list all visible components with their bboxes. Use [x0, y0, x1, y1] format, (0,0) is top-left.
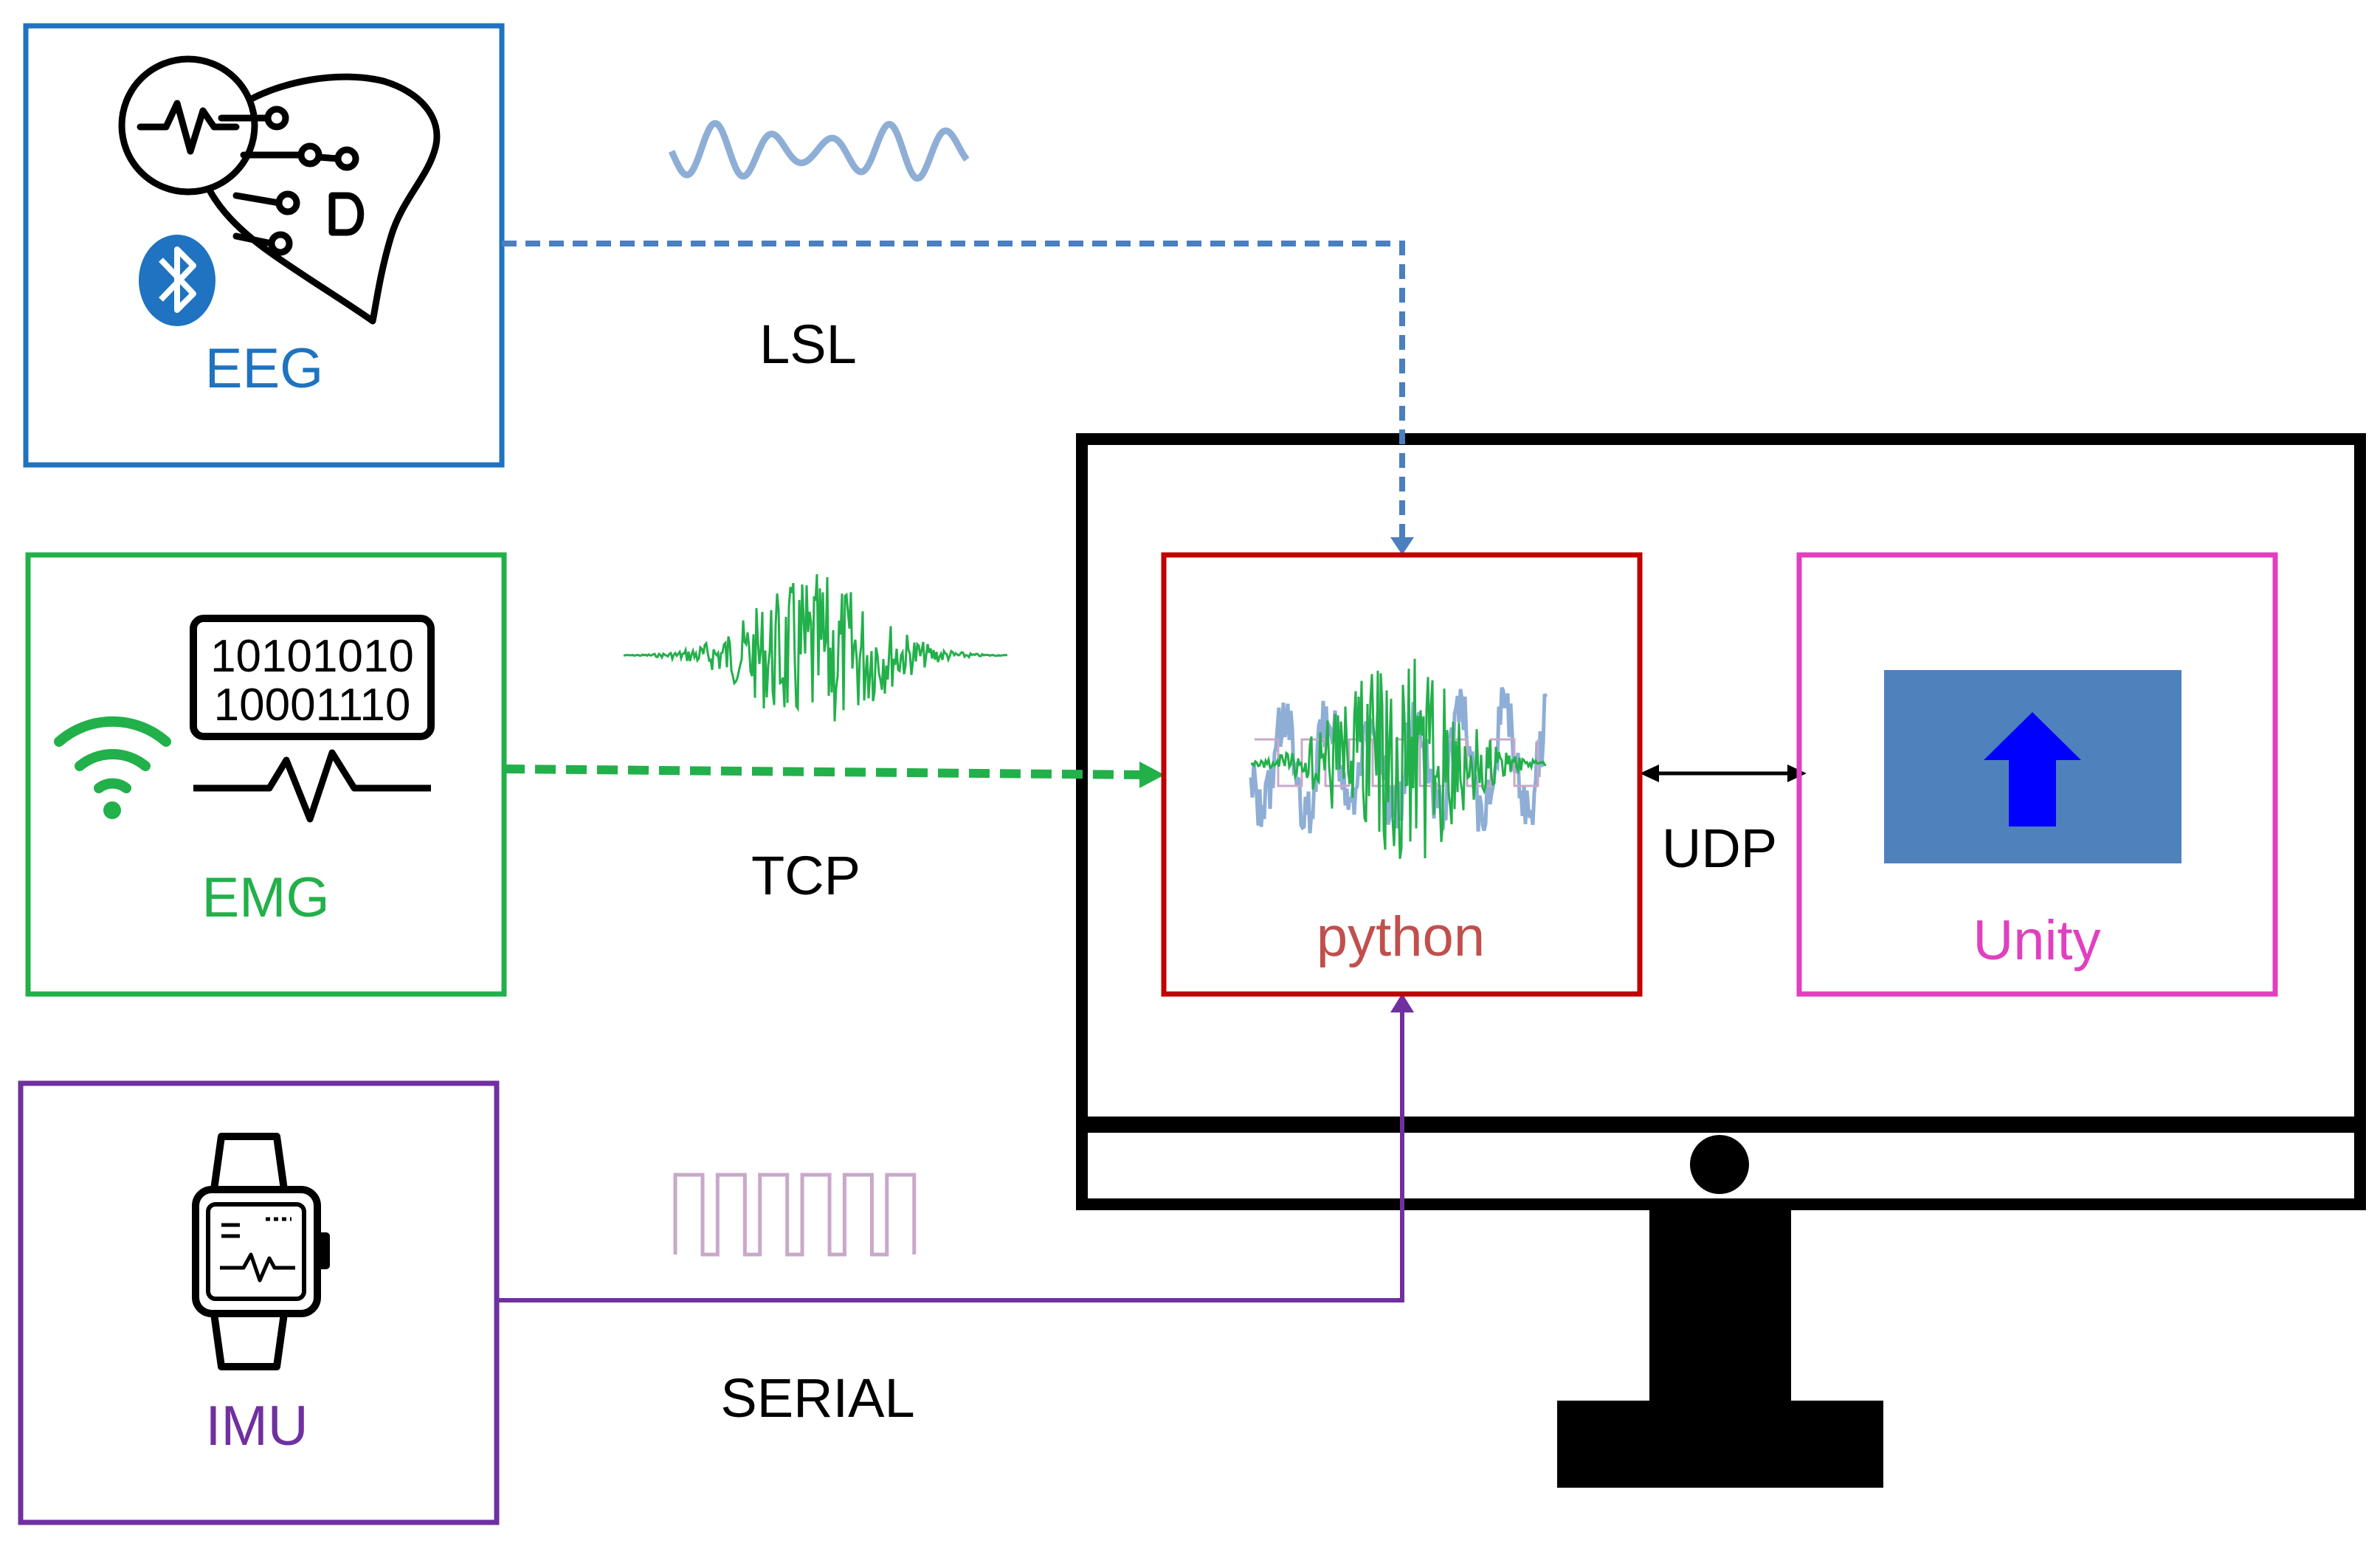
smartwatch-icon: [192, 1133, 330, 1370]
imu-label: IMU: [205, 1395, 308, 1457]
python-box: python: [1161, 552, 1643, 997]
brain-circuit-icon: [118, 55, 441, 325]
udp-label: UDP: [1662, 818, 1777, 879]
python-signal-plot: [1249, 658, 1548, 859]
svg-text:10101010: 10101010: [210, 631, 414, 682]
emg-label: EMG: [201, 866, 329, 929]
emg-device-box: 10101010 10001110 EMG: [25, 552, 507, 997]
serial-label: SERIAL: [720, 1367, 914, 1429]
eeg-device-box: EEG: [23, 23, 505, 468]
imu-box-border: [18, 1080, 500, 1525]
lsl-label: LSL: [759, 314, 857, 375]
monitor-neck: [1649, 1204, 1791, 1405]
svg-text:10001110: 10001110: [214, 680, 411, 731]
serial-connector: [497, 993, 1414, 1302]
eeg-signal-wave: [668, 120, 970, 182]
binary-board-icon: 10101010 10001110: [190, 615, 435, 823]
emg-box-border: [25, 552, 507, 997]
bluetooth-icon: [139, 235, 215, 326]
udp-connector: [1640, 765, 1807, 782]
python-box-border: [1161, 552, 1643, 997]
python-label: python: [1317, 905, 1485, 968]
monitor-power-button: [1690, 1135, 1749, 1194]
monitor-base: [1557, 1401, 1883, 1488]
eeg-label: EEG: [205, 337, 324, 400]
emg-signal-wave: [623, 574, 1007, 722]
serial-square-wave: [673, 1173, 917, 1257]
lsl-connector: [502, 241, 1414, 555]
tcp-label: TCP: [751, 845, 860, 906]
unity-label: Unity: [1973, 909, 2100, 972]
up-arrow-icon: [1984, 712, 2081, 827]
wifi-icon: [54, 716, 171, 819]
tcp-connector: [503, 762, 1165, 788]
monitor: [1076, 433, 2366, 1488]
unity-box: Unity: [1796, 552, 2278, 997]
imu-device-box: IMU: [18, 1080, 500, 1525]
unity-box-border: [1796, 552, 2278, 997]
